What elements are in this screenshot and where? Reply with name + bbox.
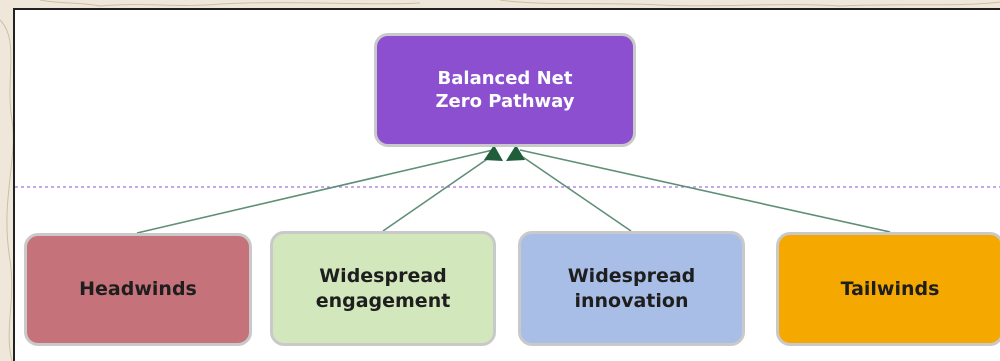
node-balanced-net-zero-pathway: Balanced Net Zero Pathway [374, 33, 636, 147]
node-label-line1: Tailwinds [840, 277, 940, 300]
node-headwinds: Headwinds [24, 233, 252, 346]
node-label-line1: Widespread [319, 264, 447, 287]
node-widespread-engagement: Widespread engagement [270, 231, 496, 346]
arrowhead-left [484, 145, 503, 161]
node-label-line2: innovation [574, 289, 689, 312]
node-label-line1: Widespread [567, 264, 696, 287]
connector-tailwinds [519, 149, 891, 233]
node-label-line2: Zero Pathway [435, 91, 575, 112]
node-label-line1: Headwinds [79, 278, 197, 301]
node-tailwinds: Tailwinds [776, 232, 1000, 346]
connector-engagement [382, 152, 497, 232]
arrowhead-right [506, 145, 525, 161]
node-label-line1: Balanced Net [437, 67, 573, 89]
node-widespread-innovation: Widespread innovation [518, 231, 745, 346]
connector-headwinds [136, 149, 494, 234]
connector-innovation [516, 152, 632, 232]
node-label-line2: engagement [315, 289, 451, 312]
